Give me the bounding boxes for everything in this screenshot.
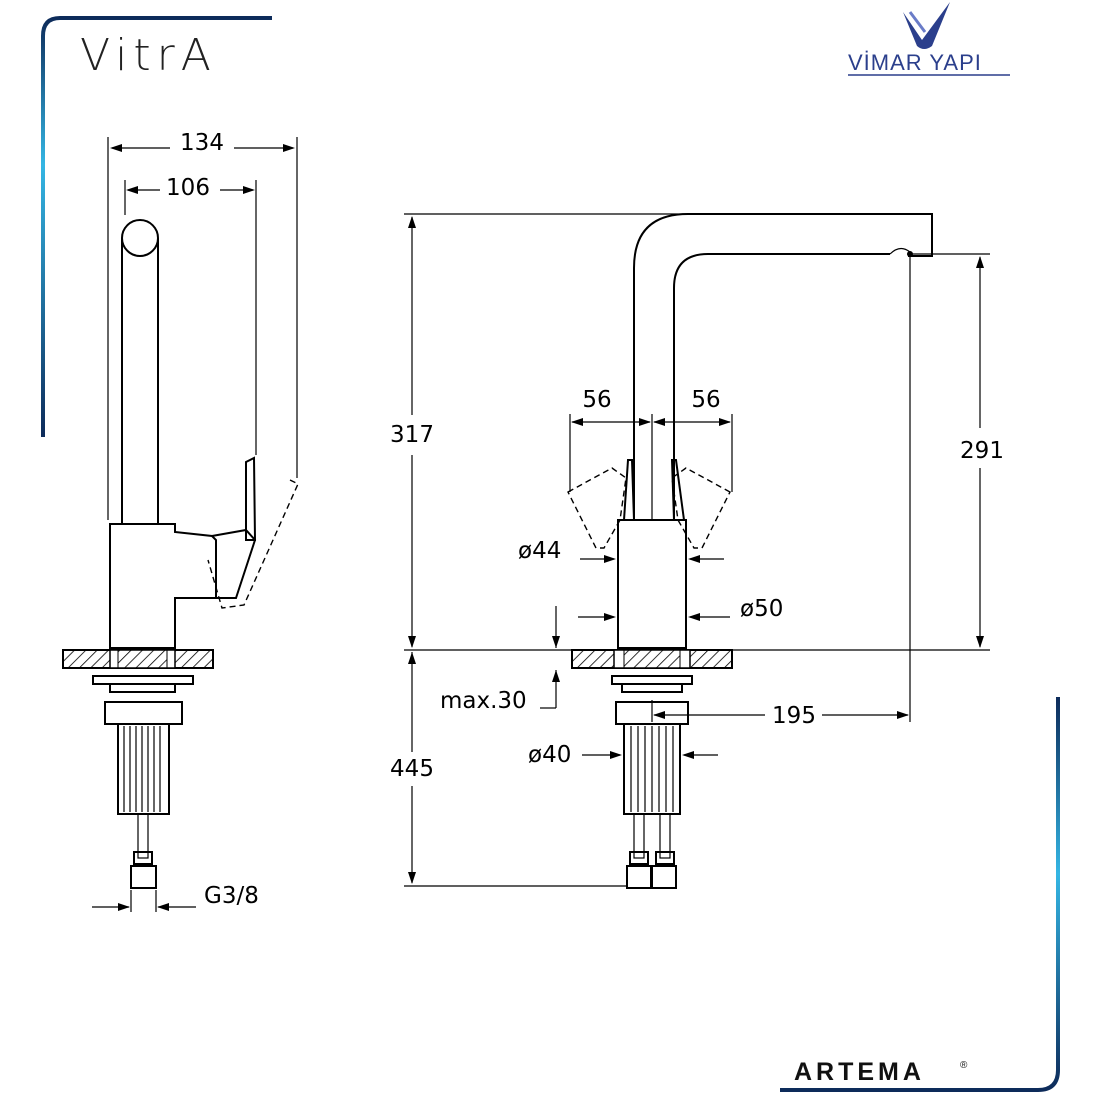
vimar-yapi-logo: VİMAR YAPI — [848, 2, 1010, 76]
front-view: 56 56 317 445 291 ø44 — [390, 213, 1004, 889]
frame-top-left — [41, 16, 272, 437]
dim-lever-diameter: ø44 — [518, 538, 561, 564]
dim-spout-reach: 195 — [772, 703, 816, 729]
dim-max-thickness: max.30 — [440, 688, 527, 714]
dim-right-handle: 56 — [691, 387, 720, 413]
dim-left-handle: 56 — [582, 387, 611, 413]
svg-text:ARTEMA: ARTEMA — [794, 1058, 925, 1086]
side-view: 134 106 — [62, 130, 299, 912]
svg-text:VİMAR YAPI: VİMAR YAPI — [848, 50, 982, 75]
svg-text:®: ® — [960, 1060, 968, 1071]
dim-height-above: 317 — [390, 422, 434, 448]
dim-connection: G3/8 — [204, 883, 259, 909]
dim-total-width: 134 — [180, 130, 224, 156]
dim-spout-height: 291 — [960, 438, 1004, 464]
vimar-emblem-icon — [903, 2, 950, 49]
dim-body-diameter: ø50 — [740, 596, 783, 622]
artema-logo: ARTEMA ® — [794, 1058, 968, 1086]
dim-shank-diameter: ø40 — [528, 742, 571, 768]
dim-height-below: 445 — [390, 756, 434, 782]
frame-bottom-right — [780, 697, 1060, 1092]
vitra-logo: VitrA — [80, 30, 217, 81]
dim-handle-width: 106 — [166, 175, 210, 201]
